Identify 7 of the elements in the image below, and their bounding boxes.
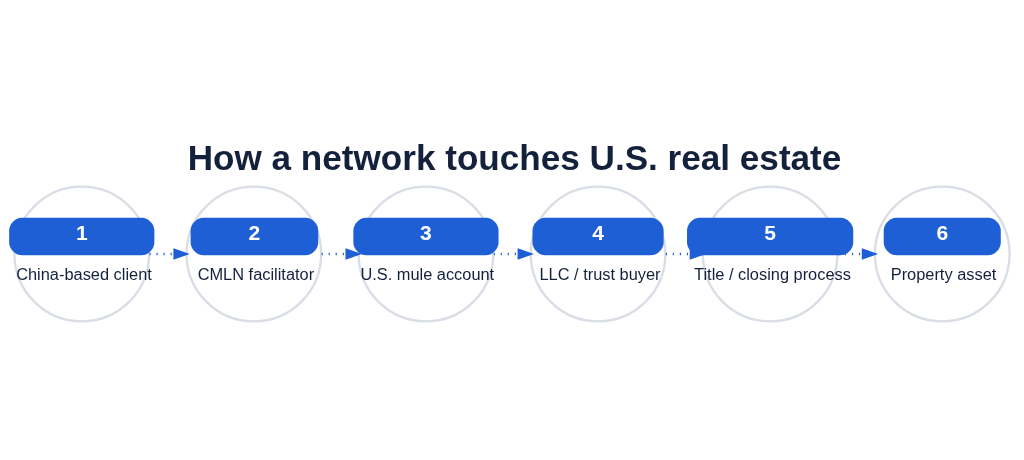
arrow	[321, 248, 362, 260]
arrow	[493, 248, 534, 260]
node-circle: 2 CMLN facilitator	[185, 185, 323, 323]
diagram-title: How a network touches U.S. real estate	[187, 138, 842, 178]
node-circle: 6 Property asset	[873, 185, 1011, 323]
arrow	[837, 248, 879, 260]
arrow	[149, 248, 190, 260]
